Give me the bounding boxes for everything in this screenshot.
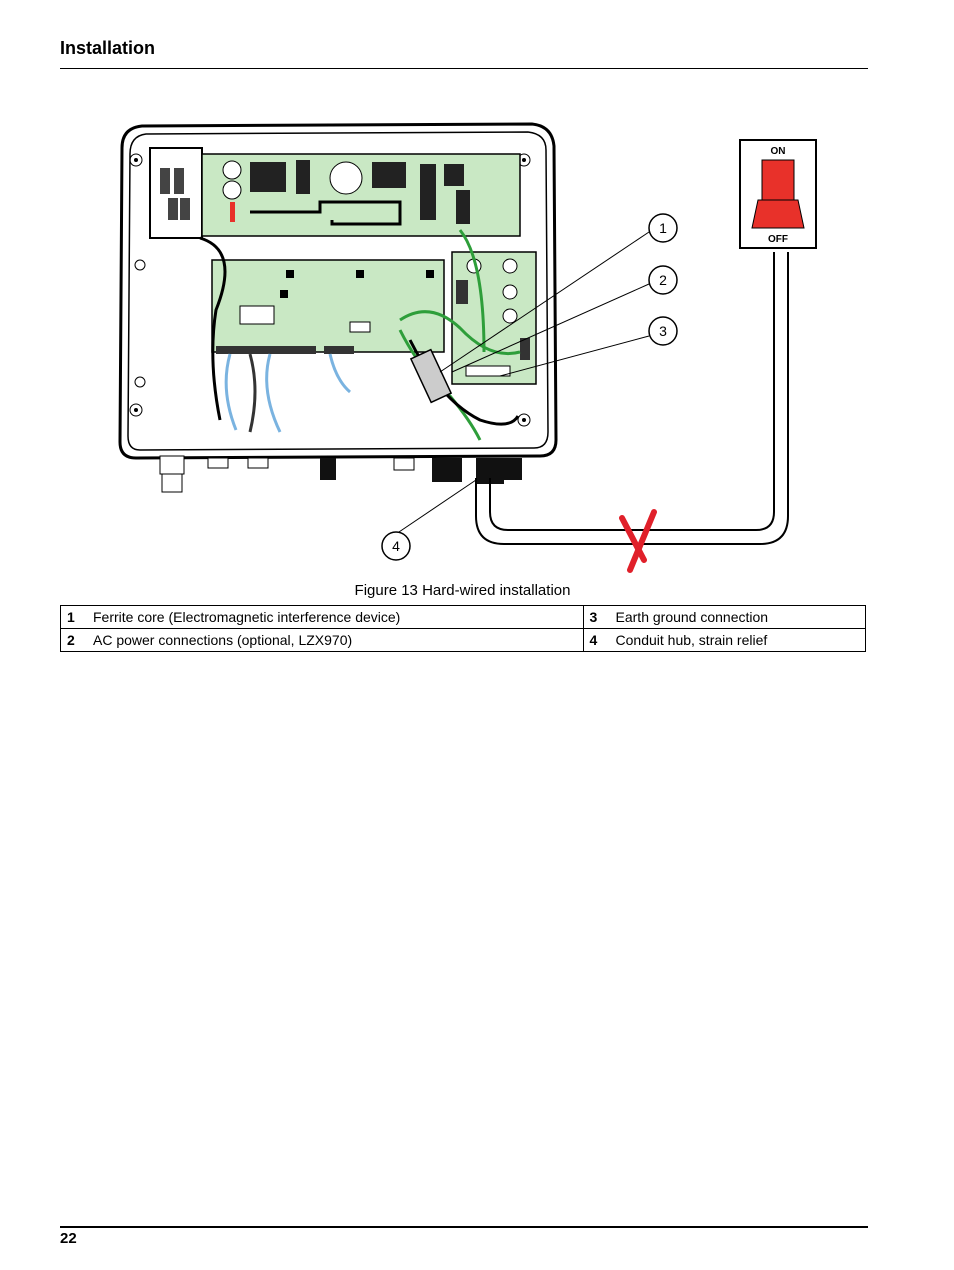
callout-2: 2 [648, 265, 678, 295]
conduit-pipe [475, 252, 789, 545]
fuse-holder [149, 147, 203, 239]
section-title: Installation [60, 38, 156, 58]
hard-wired-installation-figure: ON OFF 1 2 3 4 [118, 122, 817, 573]
callout-3: 3 [648, 316, 678, 346]
callout-leaders [395, 231, 650, 535]
legend-row: 2 AC power connections (optional, LZX970… [60, 628, 866, 652]
footer-rule [60, 1226, 868, 1228]
wiring [199, 229, 521, 441]
figure-caption: Figure 13 Hard-wired installation [354, 582, 571, 599]
svg-text:3: 3 [659, 323, 667, 339]
legend-row: 1 Ferrite core (Electromagnetic interfer… [60, 605, 866, 629]
header-rule [60, 68, 868, 69]
main-board [211, 259, 445, 354]
legend-number: 4 [582, 628, 610, 652]
power-board [201, 153, 521, 237]
svg-text:4: 4 [392, 538, 400, 554]
legend-number: 2 [60, 628, 87, 652]
legend-text: AC power connections (optional, LZX970) [87, 628, 584, 652]
legend-number: 3 [582, 605, 610, 629]
legend-text: Ferrite core (Electromagnetic interferen… [87, 605, 584, 629]
svg-text:1: 1 [659, 220, 667, 236]
conduit-hubs [159, 455, 522, 493]
callout-1: 1 [648, 213, 678, 243]
disconnect-switch: ON OFF [739, 139, 817, 249]
legend-text: Earth ground connection [609, 605, 866, 629]
switch-off-label: OFF [768, 234, 788, 245]
callout-4: 4 [381, 531, 411, 561]
svg-text:2: 2 [659, 272, 667, 288]
x-mark [619, 509, 657, 573]
switch-on-label: ON [771, 146, 786, 157]
legend-text: Conduit hub, strain relief [609, 628, 866, 652]
legend-number: 1 [60, 605, 87, 629]
terminal-board [451, 251, 537, 385]
legend-table: 1 Ferrite core (Electromagnetic interfer… [60, 605, 866, 652]
page-number: 22 [60, 1230, 77, 1247]
